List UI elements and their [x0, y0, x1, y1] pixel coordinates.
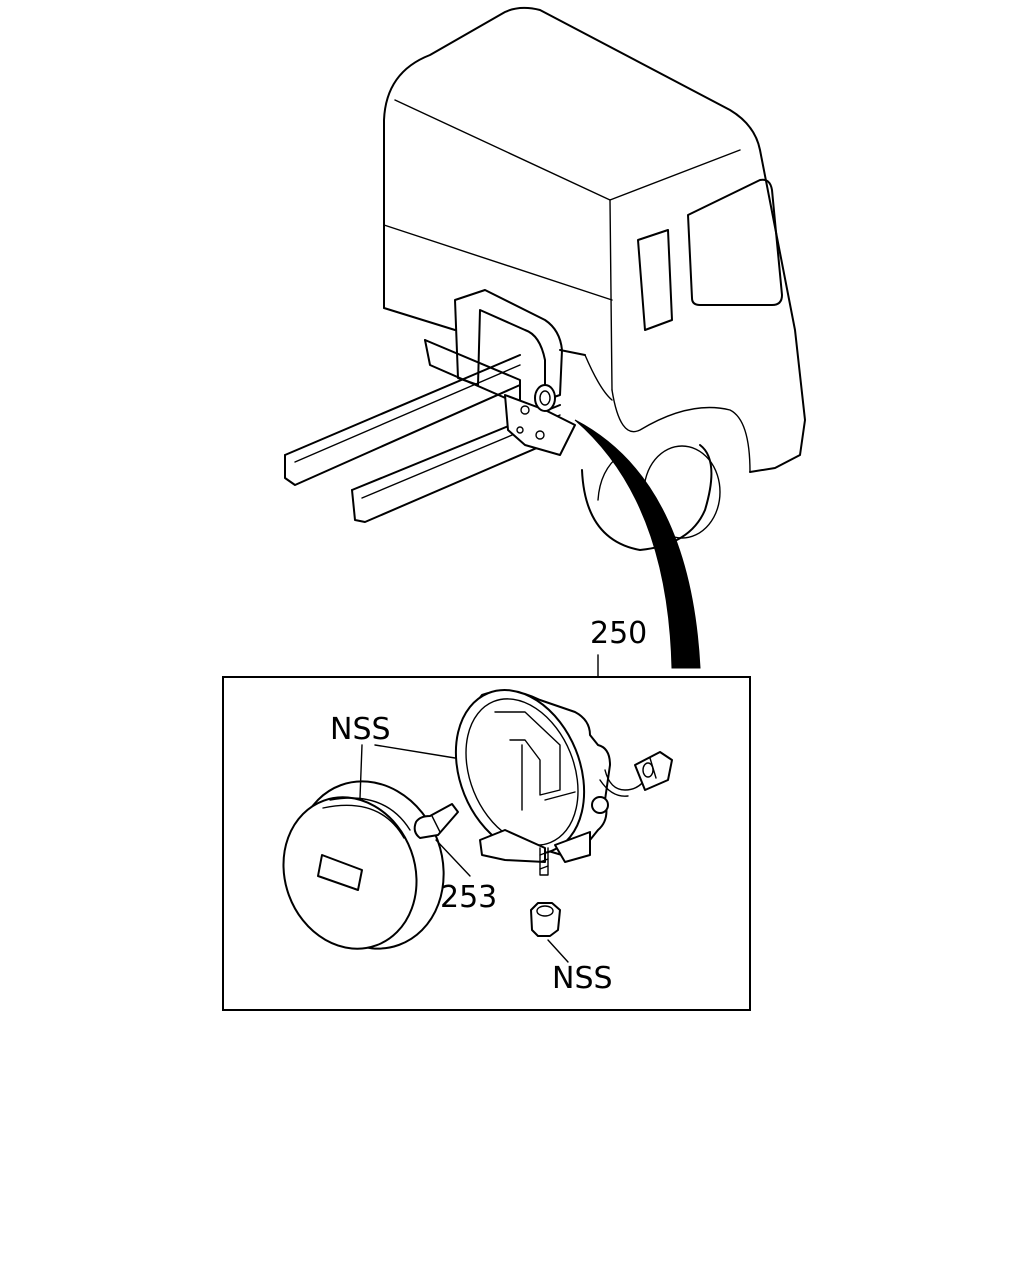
detail-leader-swoosh [574, 419, 701, 669]
lamp-bulb [413, 803, 471, 877]
lamp-mount-bracket [504, 384, 576, 456]
lamp-lens [282, 780, 445, 950]
callout-nss-nut: NSS [552, 961, 613, 996]
lamp-nut [530, 902, 561, 937]
stud-bolt [539, 847, 549, 876]
lamp-housing [454, 689, 673, 863]
callout-nss-lens: NSS [330, 712, 391, 747]
callout-250: 250 [590, 616, 647, 651]
detail-frame [222, 676, 751, 1011]
truck-cab [383, 6, 806, 551]
callout-leaders [359, 744, 569, 963]
callout-253: 253 [440, 880, 497, 915]
